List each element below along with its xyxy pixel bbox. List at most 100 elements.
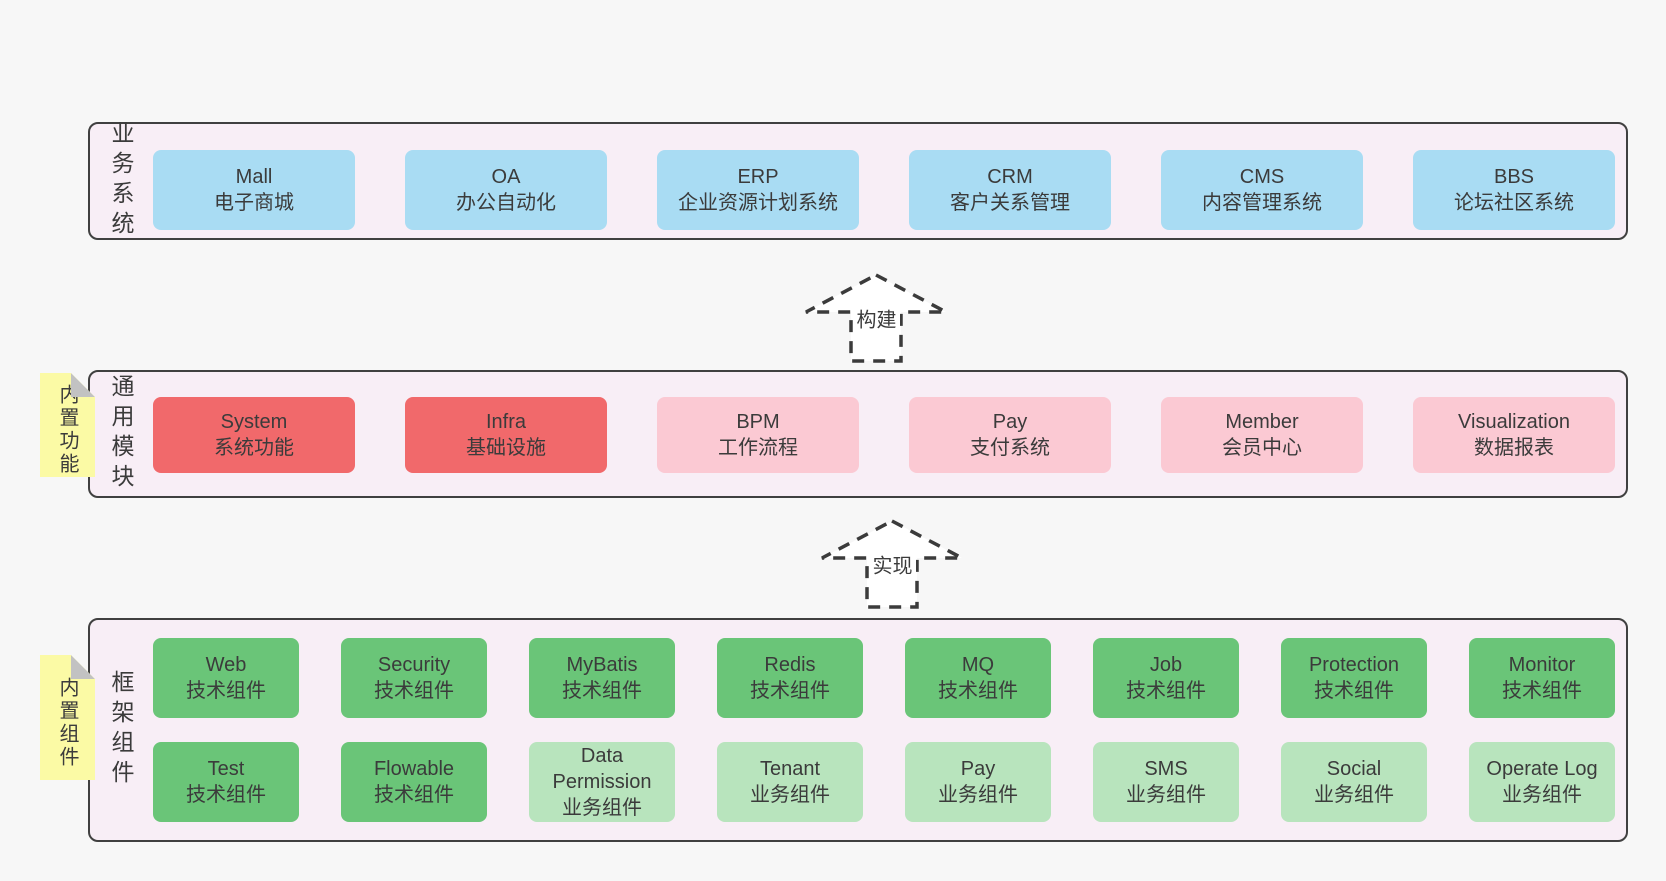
component-card: Operate Log 业务组件: [1469, 742, 1615, 822]
module-card: Visualization 数据报表: [1413, 397, 1615, 473]
card-title: OA: [491, 166, 521, 188]
business-cards-row: Mall 电子商城 OA 办公自动化 ERP 企业资源计划系统 CRM 客户关系…: [153, 150, 1615, 230]
business-system-card: Mall 电子商城: [153, 150, 355, 230]
card-subtitle: 技术组件: [374, 680, 454, 702]
card-subtitle: 系统功能: [214, 437, 294, 459]
card-subtitle: 办公自动化: [456, 192, 556, 214]
card-title: Social: [1326, 758, 1382, 780]
component-rows: Web 技术组件 Security 技术组件 MyBatis 技术组件: [153, 638, 1615, 822]
card-title: Data Permission: [552, 745, 652, 793]
card-title: Flowable: [373, 758, 455, 780]
card-title: Mall: [235, 166, 273, 188]
component-card: Redis 技术组件: [717, 638, 863, 718]
card-title: MyBatis: [566, 654, 638, 676]
component-card: Web 技术组件: [153, 638, 299, 718]
card-subtitle: 技术组件: [1126, 680, 1206, 702]
card-title: Infra: [485, 411, 527, 433]
module-card: Pay 支付系统: [909, 397, 1111, 473]
sticky-label: 内置功能: [56, 384, 78, 476]
card-subtitle: 技术组件: [1502, 680, 1582, 702]
module-card: Infra 基础设施: [405, 397, 607, 473]
card-title: CMS: [1239, 166, 1285, 188]
card-subtitle: 技术组件: [186, 784, 266, 806]
component-card: Data Permission 业务组件: [529, 742, 675, 822]
component-cards-row-1: Web 技术组件 Security 技术组件 MyBatis 技术组件: [153, 638, 1615, 718]
business-system-card: BBS 论坛社区系统: [1413, 150, 1615, 230]
card-subtitle: 数据报表: [1474, 437, 1554, 459]
card-subtitle: 技术组件: [1314, 680, 1394, 702]
module-card: Member 会员中心: [1161, 397, 1363, 473]
module-card: System 系统功能: [153, 397, 355, 473]
module-card: BPM 工作流程: [657, 397, 859, 473]
card-title: Protection: [1308, 654, 1400, 676]
card-subtitle: 内容管理系统: [1202, 192, 1322, 214]
card-title: BPM: [736, 411, 780, 433]
card-subtitle: 业务组件: [562, 797, 642, 819]
card-subtitle: 基础设施: [466, 437, 546, 459]
component-card: Tenant 业务组件: [717, 742, 863, 822]
card-title: Test: [207, 758, 245, 780]
card-subtitle: 业务组件: [1126, 784, 1206, 806]
card-title: ERP: [737, 166, 779, 188]
common-modules-band: 通用模块 System 系统功能 Infra 基础设施 BPM 工作流程: [88, 370, 1628, 498]
component-card: Security 技术组件: [341, 638, 487, 718]
build-arrow-label: 构建: [853, 302, 900, 334]
sticky-label: 内置组件: [56, 676, 78, 769]
card-subtitle: 业务组件: [1502, 784, 1582, 806]
card-title: Visualization: [1458, 411, 1570, 433]
built-in-features-sticky: 内置功能: [40, 373, 95, 477]
implement-arrow-label: 实现: [869, 548, 916, 580]
card-subtitle: 业务组件: [750, 784, 830, 806]
card-title: Pay: [992, 411, 1028, 433]
component-card: Flowable 技术组件: [341, 742, 487, 822]
card-subtitle: 技术组件: [750, 680, 830, 702]
business-system-card: CMS 内容管理系统: [1161, 150, 1363, 230]
card-title: Pay: [960, 758, 996, 780]
card-title: Tenant: [759, 758, 821, 780]
card-title: CRM: [987, 166, 1033, 188]
component-card: Monitor 技术组件: [1469, 638, 1615, 718]
framework-components-band: 框架组件 Web 技术组件 Security 技术组件 MyBatis: [88, 618, 1628, 842]
card-subtitle: 企业资源计划系统: [678, 192, 838, 214]
business-system-card: OA 办公自动化: [405, 150, 607, 230]
business-band-side-label: 业务系统: [108, 121, 134, 241]
card-title: BBS: [1493, 166, 1535, 188]
card-subtitle: 技术组件: [938, 680, 1018, 702]
component-cards-row-2: Test 技术组件 Flowable 技术组件 Data Permission …: [153, 742, 1615, 822]
card-subtitle: 业务组件: [1314, 784, 1394, 806]
card-subtitle: 客户关系管理: [950, 192, 1070, 214]
component-card: Test 技术组件: [153, 742, 299, 822]
business-system-card: ERP 企业资源计划系统: [657, 150, 859, 230]
card-subtitle: 工作流程: [718, 437, 798, 459]
card-subtitle: 论坛社区系统: [1454, 192, 1574, 214]
card-title: Web: [205, 654, 247, 676]
component-card: SMS 业务组件: [1093, 742, 1239, 822]
card-subtitle: 支付系统: [970, 437, 1050, 459]
build-arrow: 构建: [804, 272, 949, 364]
business-systems-band: 业务系统 Mall 电子商城 OA 办公自动化 ERP 企业资源计划系统: [88, 121, 1628, 241]
component-card: Pay 业务组件: [905, 742, 1051, 822]
card-title: System: [220, 411, 288, 433]
card-subtitle: 电子商城: [214, 192, 294, 214]
built-in-components-sticky: 内置组件: [40, 655, 95, 780]
module-cards-row: System 系统功能 Infra 基础设施 BPM 工作流程 Pay 支付系统: [153, 397, 1615, 473]
card-title: Redis: [764, 654, 816, 676]
modules-band-side-label: 通用模块: [108, 374, 134, 494]
card-title: SMS: [1144, 758, 1188, 780]
card-subtitle: 会员中心: [1222, 437, 1302, 459]
implement-arrow: 实现: [820, 518, 965, 610]
component-card: MQ 技术组件: [905, 638, 1051, 718]
components-band-side-label: 框架组件: [108, 670, 134, 790]
component-card: Job 技术组件: [1093, 638, 1239, 718]
card-subtitle: 技术组件: [562, 680, 642, 702]
card-subtitle: 业务组件: [938, 784, 1018, 806]
card-subtitle: 技术组件: [186, 680, 266, 702]
component-card: Social 业务组件: [1281, 742, 1427, 822]
card-subtitle: 技术组件: [374, 784, 454, 806]
card-title: Member: [1225, 411, 1299, 433]
card-title: Operate Log: [1486, 758, 1598, 780]
card-title: MQ: [961, 654, 995, 676]
component-card: MyBatis 技术组件: [529, 638, 675, 718]
business-system-card: CRM 客户关系管理: [909, 150, 1111, 230]
